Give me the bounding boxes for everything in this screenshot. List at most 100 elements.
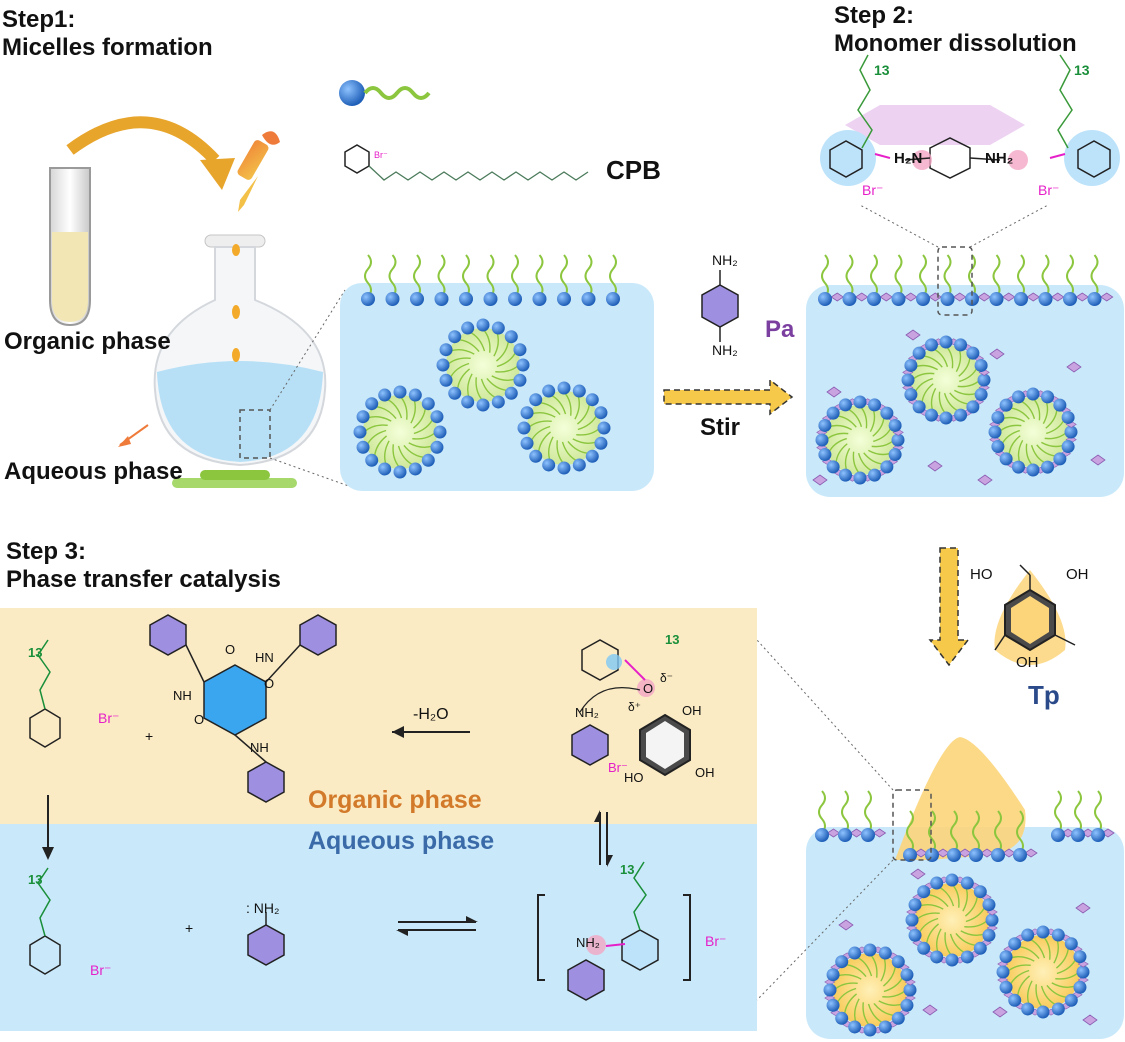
- pa-diamond: [1100, 292, 1114, 302]
- micelle-head: [973, 941, 987, 955]
- pa-nh2-bottom: NH₂: [712, 342, 738, 358]
- pa-molecule: [701, 270, 739, 342]
- pyridinium-bottom-left: [29, 867, 61, 975]
- micelle-head: [430, 440, 444, 454]
- surfactant-tail: [437, 254, 446, 298]
- micelle-head: [838, 468, 852, 482]
- micelle-head: [378, 388, 392, 402]
- free-pa-diamond: [826, 386, 842, 398]
- complex-oh-1: OH: [682, 703, 702, 718]
- micelle-head: [513, 373, 527, 387]
- free-pa-diamond: [838, 919, 854, 931]
- surfactant-tail: [943, 254, 952, 298]
- surfactant-head: [385, 292, 400, 306]
- bracket-right: [683, 894, 691, 981]
- surfactant-tail: [1094, 790, 1102, 834]
- organic-phase-label: Organic phase: [4, 328, 171, 355]
- h2n-label: H₂N: [894, 150, 923, 167]
- surfactant-tail: [919, 254, 927, 298]
- micelle-head: [517, 421, 531, 435]
- surfactant-head: [410, 292, 424, 306]
- surfactant-head: [903, 848, 917, 862]
- micelle-head: [476, 398, 490, 412]
- micelle-core: [446, 328, 520, 402]
- micelle-head: [835, 955, 849, 969]
- surfactant-tail: [994, 810, 1002, 854]
- micelle-head: [439, 373, 453, 387]
- free-pa-diamond: [989, 348, 1005, 360]
- micelle-head: [818, 418, 832, 432]
- micelle-head: [917, 885, 931, 899]
- micelle-head: [945, 953, 959, 967]
- micelle-head: [999, 452, 1013, 466]
- surfactant-tail: [609, 254, 617, 298]
- micelle-head: [491, 395, 505, 409]
- micelle-head: [982, 928, 996, 942]
- surfactant-head: [361, 292, 375, 306]
- micelle-core: [915, 883, 989, 957]
- surfactant-tail: [584, 254, 593, 298]
- complex-ho: HO: [624, 770, 644, 785]
- surfactant-tail: [1041, 254, 1050, 298]
- micelle-head: [853, 471, 867, 485]
- flask-zoom-box: [239, 409, 271, 459]
- micelle-head: [520, 406, 534, 420]
- micelle-head: [999, 398, 1013, 412]
- product-nh-1: NH: [173, 688, 192, 703]
- delta-minus: δ⁻: [660, 671, 674, 685]
- aqueous-phase-panel-label: Aqueous phase: [308, 827, 495, 855]
- free-pa-diamond: [1090, 454, 1106, 466]
- surfactant-head: [1087, 292, 1102, 306]
- micelle-head: [826, 968, 840, 982]
- surfactant-tail: [462, 254, 470, 298]
- micelle-head: [1036, 925, 1050, 939]
- micelle-head: [1011, 390, 1025, 404]
- micelle-head: [912, 346, 926, 360]
- surfactant-tail: [388, 254, 397, 298]
- surfactant-head: [947, 848, 961, 862]
- surfactant-tail: [928, 810, 936, 854]
- micelle-head: [900, 968, 914, 982]
- micelle-head: [903, 983, 917, 997]
- micelle-head: [529, 393, 543, 407]
- surfactant-head: [1063, 292, 1077, 306]
- plus-sign-aqueous: +: [185, 920, 194, 936]
- aqueous-phase-label: Aqueous phase: [4, 458, 183, 485]
- micelle-core: [1006, 935, 1080, 1009]
- surfactant-head: [532, 292, 547, 306]
- stir-label: Stir: [700, 414, 741, 441]
- micelle-head: [853, 395, 867, 409]
- pa-label: Pa: [765, 316, 795, 343]
- micelle-head: [520, 436, 534, 450]
- surfactant-head: [483, 292, 498, 306]
- free-pa-diamond: [927, 460, 943, 472]
- bracket-left: [537, 894, 545, 981]
- micelle-head: [868, 468, 882, 482]
- tp-molecule: [994, 564, 1076, 665]
- curved-transfer-arrow: [66, 116, 220, 165]
- micelle-head: [430, 410, 444, 424]
- micelle-head: [982, 898, 996, 912]
- surfactant-head: [891, 292, 906, 306]
- micelle-head: [835, 1011, 849, 1025]
- micelle-head: [939, 335, 953, 349]
- step2-number: Step 2:: [834, 2, 915, 29]
- micelle-head: [1064, 937, 1078, 951]
- surfactant-tail: [560, 254, 568, 298]
- step3-title: Step 3: Phase transfer catalysis: [6, 538, 281, 594]
- surfactant-tail: [821, 254, 829, 298]
- step1-number: Step1:: [2, 6, 76, 33]
- step1-micelles: [353, 318, 611, 479]
- micelle-head: [863, 1023, 877, 1037]
- micelle-head: [433, 425, 447, 439]
- stir-arrow: [663, 378, 794, 416]
- micelle-head: [1026, 387, 1040, 401]
- surfactant-tail: [818, 790, 826, 834]
- micelle-head: [901, 373, 915, 387]
- micelle-head: [966, 346, 980, 360]
- micelle-head: [1073, 980, 1087, 994]
- monomer-complex: [820, 54, 1120, 186]
- pa-amine-aqueous: [247, 912, 285, 966]
- micelle-head: [945, 873, 959, 887]
- surfactant-head: [838, 828, 852, 842]
